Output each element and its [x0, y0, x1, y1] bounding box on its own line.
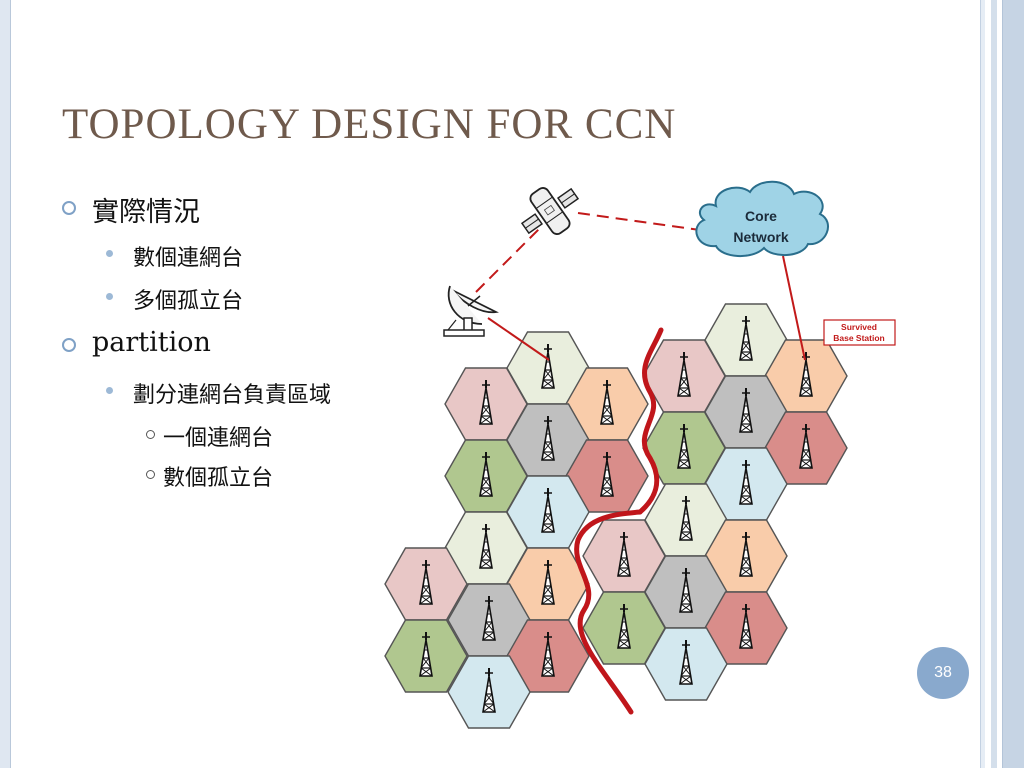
partition-line-upper [637, 327, 664, 515]
cloud-label-line2: Network [733, 229, 788, 245]
ring-bullet-icon [62, 201, 76, 215]
slide-title: TOPOLOGY DESIGN FOR CCN [62, 101, 677, 148]
page-number-badge: 38 [917, 647, 969, 699]
small-ring-bullet-icon [146, 430, 155, 439]
satellite-to-cloud-link [577, 212, 701, 231]
right-border-decoration [980, 0, 1024, 768]
small-ring-bullet-icon [146, 470, 155, 479]
satellite-icon [520, 187, 580, 235]
survived-base-station-label: Survived Base Station [823, 319, 896, 346]
hex-cell-group [384, 303, 848, 729]
ring-bullet-icon [62, 338, 76, 352]
dot-bullet-icon [106, 293, 113, 300]
cloud-to-survived-station-link [782, 255, 806, 361]
left-border-decoration [0, 0, 11, 768]
core-network-cloud: Core Network [695, 180, 829, 257]
cloud-label-line1: Core [745, 208, 777, 224]
dot-bullet-icon [106, 250, 113, 257]
survived-label-line1: Survived [841, 322, 877, 332]
partition-line-lower [574, 509, 643, 715]
dish-to-satellite-link [475, 224, 544, 293]
dish-to-tower-link [487, 317, 550, 361]
satellite-dish-icon [443, 285, 499, 337]
survived-label-line2: Base Station [833, 333, 885, 343]
dot-bullet-icon [106, 387, 113, 394]
